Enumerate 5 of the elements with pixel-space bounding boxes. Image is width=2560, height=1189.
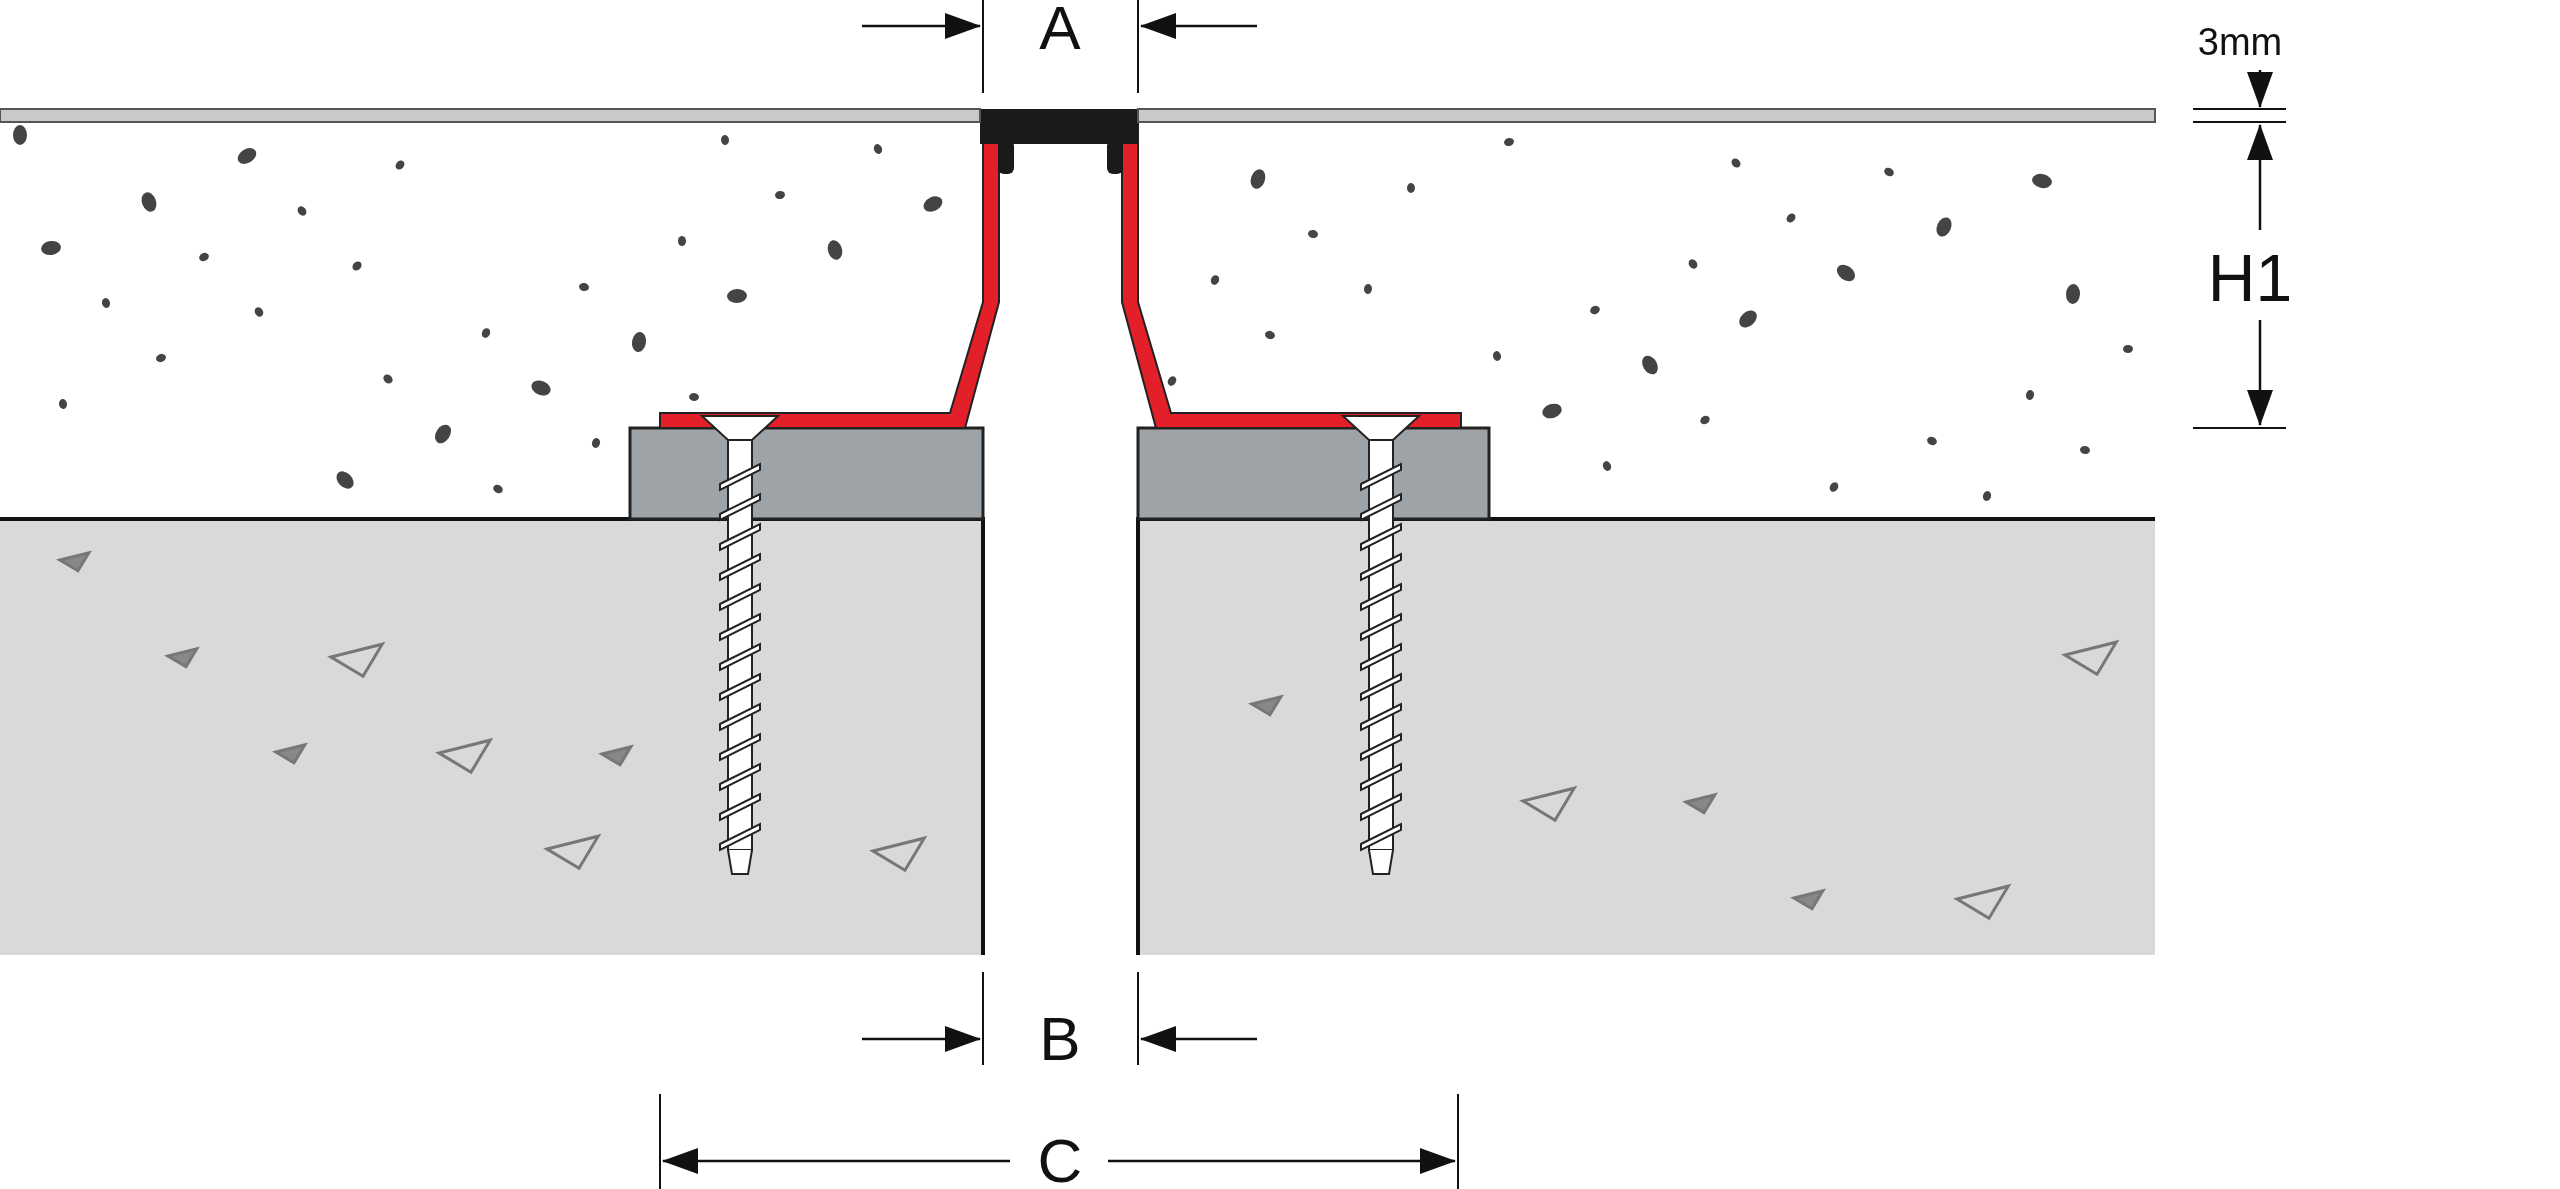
dimension-label: C	[1037, 1130, 1083, 1189]
dimension-label: 3mm	[2197, 23, 2283, 61]
dimension-label: H1	[2207, 245, 2293, 311]
dimension-label: B	[1039, 1008, 1081, 1070]
dimension-label: A	[1039, 0, 1081, 59]
